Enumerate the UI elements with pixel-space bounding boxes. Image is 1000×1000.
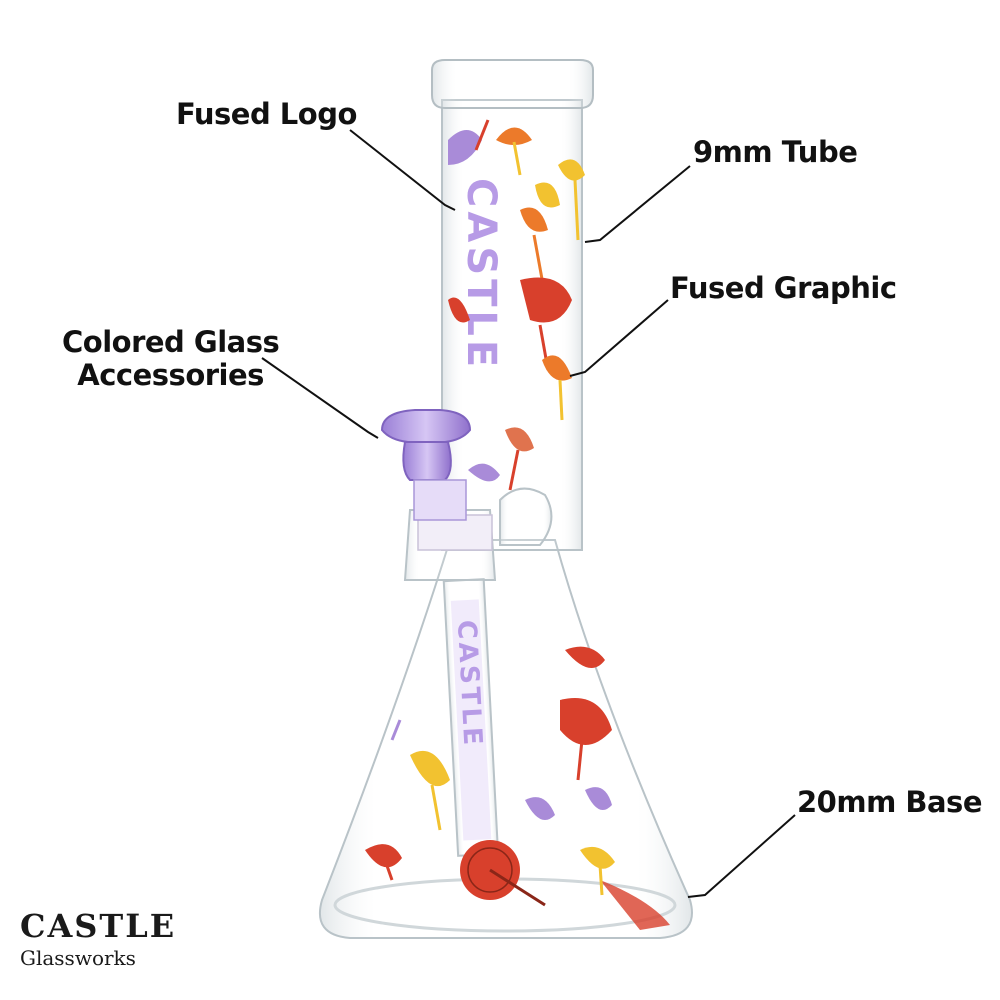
label-accessories-line2: Accessories [77,358,264,392]
leader-fused-logo [349,129,456,211]
label-colored-glass-accessories: Colored Glass Accessories [62,325,280,392]
beaker-base [318,539,693,939]
purple-bowl-accessory [380,409,472,521]
leader-accessories [261,357,379,439]
downstem-logo-mark: CASTLE [451,619,488,748]
label-20mm-base: 20mm Base [797,785,983,819]
brand-subtitle: Glassworks [20,946,136,970]
leader-20mm-base [687,814,796,898]
brand-logo: CASTLE Glassworks [20,908,176,970]
leader-9mm-tube [584,165,691,243]
leader-lines [261,129,796,898]
side-joint: CASTLE [403,487,553,857]
brand-name: CASTLE [20,907,177,945]
label-accessories-line1: Colored Glass [62,325,280,359]
leader-fused-graphic [569,299,669,377]
fused-logo-mark: CASTLE [458,178,504,371]
label-9mm-tube: 9mm Tube [693,135,858,169]
mushroom-graphics-base [365,646,615,907]
mushroom-graphics-tube [448,119,585,491]
label-fused-graphic: Fused Graphic [670,271,897,305]
label-fused-logo: Fused Logo [176,97,357,131]
